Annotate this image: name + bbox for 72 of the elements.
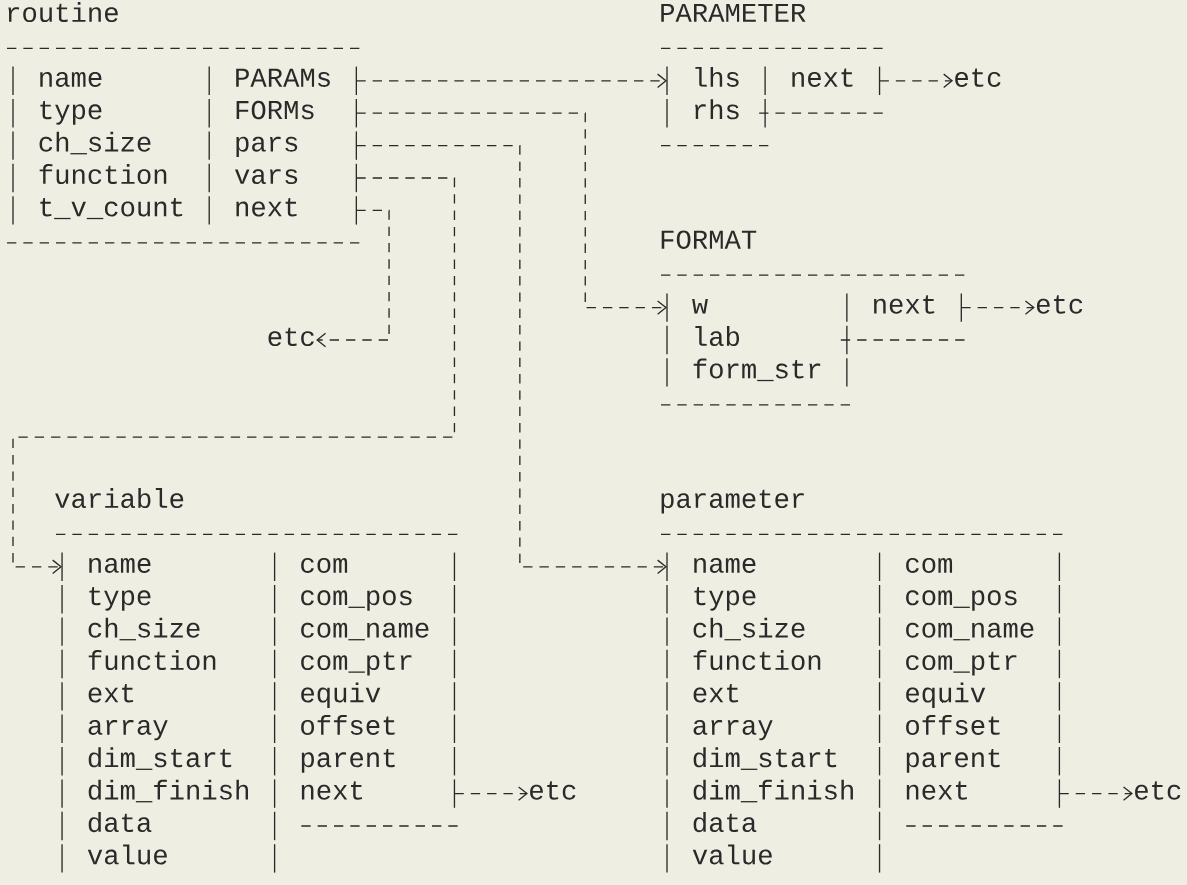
- field-label: offset: [906, 714, 1000, 735]
- pointer-arrow: [316, 209, 390, 348]
- field-label: equiv: [906, 682, 986, 708]
- field-label: function: [693, 650, 821, 671]
- field-label: lab: [695, 326, 740, 347]
- field-label: com_name: [906, 622, 1034, 641]
- field-cell: next: [301, 778, 456, 809]
- field-label: ch_size: [693, 617, 805, 641]
- pointer-arrow: [12, 177, 456, 575]
- field-label: ch_size: [39, 131, 151, 155]
- pointer-arrow: [355, 112, 667, 315]
- field-label: name: [40, 71, 102, 87]
- field-label: ext: [693, 684, 739, 703]
- field-label: com: [301, 557, 348, 573]
- field-label: type: [40, 100, 102, 125]
- field-label: com_pos: [906, 590, 1017, 611]
- pointer-arrow: [1058, 786, 1133, 801]
- field-label: data: [88, 812, 152, 833]
- field-label: dim_finish: [693, 779, 853, 803]
- field-label: com: [906, 557, 953, 573]
- field-label: ch_size: [88, 617, 200, 641]
- field-cell: vars: [234, 163, 357, 193]
- field-label: function: [39, 164, 167, 185]
- field-label: lhs: [695, 66, 739, 87]
- field-cell: next: [906, 778, 1061, 809]
- field-label: name: [89, 557, 151, 573]
- pointer-text: etc: [268, 327, 314, 347]
- field-label: name: [694, 557, 756, 573]
- field-label: function: [88, 650, 216, 671]
- pointer-text: etc: [1036, 295, 1083, 314]
- field-cell: next: [874, 292, 962, 323]
- field-cell: FORMs: [236, 98, 357, 129]
- field-cell: next: [236, 195, 357, 226]
- field-label: rhs: [695, 99, 739, 120]
- field-label: parent: [906, 748, 1000, 773]
- field-label: ext: [88, 684, 134, 703]
- pointer-arrow: [878, 73, 954, 89]
- field-label: value: [692, 844, 772, 865]
- field-label: value: [87, 844, 167, 865]
- field-label: com_pos: [301, 590, 412, 611]
- field-label: type: [694, 586, 756, 611]
- pointer-arrow: [453, 786, 528, 801]
- field-cell: pars: [236, 130, 357, 161]
- field-label: array: [88, 719, 168, 741]
- pointer-arrow: [960, 300, 1035, 315]
- field-label: dim_start: [88, 747, 232, 770]
- field-cell: next: [792, 65, 881, 96]
- field-label: type: [89, 586, 151, 611]
- record-title: parameter: [661, 489, 804, 514]
- field-label: dim_start: [693, 747, 837, 770]
- record-title: variable: [55, 488, 184, 509]
- pointer-text: etc: [530, 781, 576, 800]
- record-title: routine: [8, 2, 118, 23]
- field-label: array: [693, 719, 773, 741]
- field-label: parent: [301, 748, 395, 773]
- pointer-text: etc: [955, 68, 1001, 87]
- record-title: PARAMETER: [661, 3, 806, 22]
- field-label: dim_finish: [88, 779, 248, 803]
- field-cell: PARAMs: [236, 65, 357, 96]
- field-label: com_ptr: [906, 651, 1017, 676]
- field-label: com_ptr: [301, 651, 412, 676]
- pointer-arrow: [355, 144, 667, 575]
- field-label: form_str: [693, 358, 821, 382]
- field-label: offset: [301, 714, 395, 735]
- record-title: FORMAT: [661, 230, 757, 249]
- pointer-arrow: [355, 73, 667, 89]
- field-label: equiv: [301, 682, 381, 708]
- field-label: w: [692, 299, 708, 314]
- field-label: data: [693, 812, 757, 833]
- field-label: com_name: [301, 622, 429, 641]
- field-label: t_v_count: [40, 198, 183, 220]
- pointer-text: etc: [1135, 781, 1181, 800]
